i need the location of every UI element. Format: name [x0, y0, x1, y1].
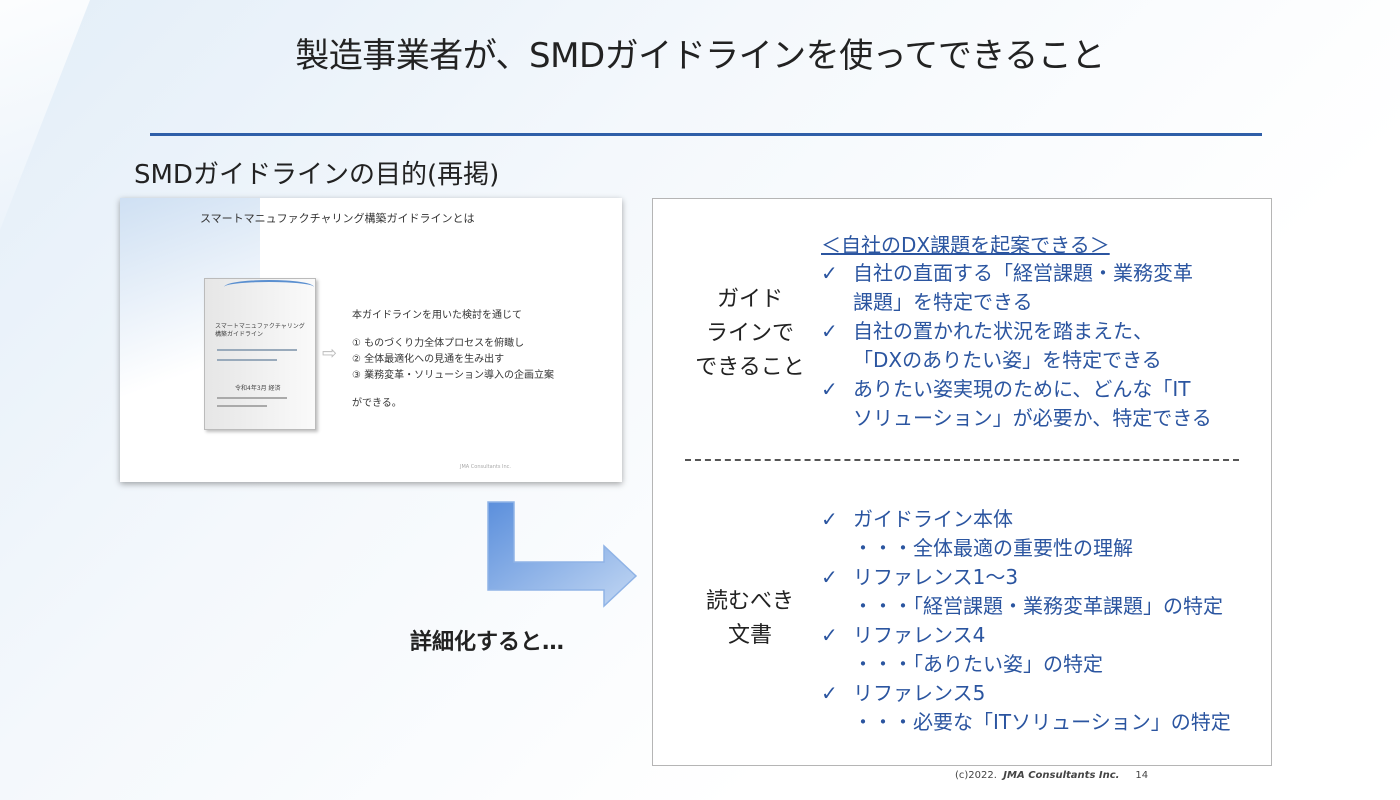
slide-footer: (c)2022. JMA Consultants Inc. 14	[955, 770, 1148, 781]
thumbnail-item: ② 全体最適化への見通を生み出す	[352, 354, 505, 365]
document-item: ✓ リファレンス5 ・・・必要な「ITソリューション」の特定	[821, 679, 1231, 737]
thumbnail-item: ③ 業務変革・ソリューション導入の企画立案	[352, 370, 554, 381]
item-text: リファレンス4	[853, 623, 986, 647]
book-swoosh	[224, 280, 314, 294]
l-arrow-icon	[487, 501, 638, 608]
section-heading: SMDガイドラインの目的(再掲)	[134, 160, 500, 190]
thumbnail-arrow-icon: ⇨	[322, 343, 338, 364]
thumbnail-intro: 本ガイドラインを用いた検討を通じて	[352, 310, 522, 321]
copyright-text: (c)2022.	[955, 770, 997, 781]
capability-item: ✓ ありたい姿実現のために、どんな「IT ソリューション」が必要か、特定できる	[821, 375, 1212, 433]
label-line: 読むべき	[705, 589, 794, 614]
book-line	[217, 397, 287, 399]
item-text: ・・・必要な「ITソリューション」の特定	[853, 710, 1231, 734]
detail-caption: 詳細化すると…	[410, 630, 565, 655]
book-line	[217, 359, 277, 361]
check-icon: ✓	[821, 377, 838, 401]
item-text: 自社の直面する「経営課題・業務変革	[853, 261, 1193, 285]
item-text: リファレンス5	[853, 681, 986, 705]
book-title: スマートマニュファクチャリング構築ガイドライン	[215, 323, 305, 338]
row-label-documents: 読むべき 文書	[675, 585, 825, 653]
item-text: 自社の置かれた状況を踏まえた、	[853, 319, 1153, 343]
item-text: 課題」を特定できる	[853, 290, 1033, 314]
check-icon: ✓	[821, 319, 838, 343]
check-icon: ✓	[821, 681, 838, 705]
title-rule	[150, 133, 1262, 136]
label-line: ラインで	[705, 321, 794, 346]
document-item: ✓ リファレンス1～3 ・・・「経営課題・業務変革課題」の特定	[821, 563, 1223, 621]
item-text: ガイドライン本体	[853, 507, 1013, 531]
guideline-book-image: スマートマニュファクチャリング構築ガイドライン 令和4年3月 経済	[204, 278, 316, 430]
item-text: ・・・「ありたい姿」の特定	[853, 652, 1103, 676]
thumbnail-footer: JMA Consultants Inc.	[460, 464, 512, 470]
item-text: 「DXのありたい姿」を特定できる	[853, 348, 1162, 372]
document-item: ✓ リファレンス4 ・・・「ありたい姿」の特定	[821, 621, 1103, 679]
capabilities-subhead: ＜自社のDX課題を起案できる＞	[821, 233, 1110, 257]
thumbnail-item: ① ものづくり力全体プロセスを俯瞰し	[352, 338, 525, 349]
slide-title: 製造事業者が、SMDガイドラインを使ってできること	[295, 36, 1105, 76]
item-text: ありたい姿実現のために、どんな「IT	[853, 377, 1191, 401]
check-icon: ✓	[821, 261, 838, 285]
check-icon: ✓	[821, 623, 838, 647]
book-subtitle: 令和4年3月 経済	[235, 385, 281, 392]
check-icon: ✓	[821, 507, 838, 531]
capability-item: ✓ 自社の置かれた状況を踏まえた、 「DXのありたい姿」を特定できる	[821, 317, 1162, 375]
thumbnail-title: スマートマニュファクチャリング構築ガイドラインとは	[200, 212, 475, 225]
check-icon: ✓	[821, 565, 838, 589]
slide-thumbnail: スマートマニュファクチャリング構築ガイドラインとは スマートマニュファクチャリン…	[120, 198, 622, 482]
row-label-capabilities: ガイド ラインで できること	[675, 283, 825, 385]
company-name: JMA Consultants Inc.	[1003, 770, 1120, 781]
item-text: リファレンス1～3	[853, 565, 1019, 589]
book-line	[217, 349, 297, 351]
label-line: 文書	[727, 623, 772, 648]
page-number: 14	[1135, 770, 1149, 781]
item-text: ・・・全体最適の重要性の理解	[853, 536, 1133, 560]
content-box: ガイド ラインで できること ＜自社のDX課題を起案できる＞ ✓ 自社の直面する「…	[652, 198, 1272, 766]
item-text: ソリューション」が必要か、特定できる	[853, 406, 1212, 430]
label-line: ガイド	[716, 287, 783, 312]
book-line	[217, 405, 267, 407]
document-item: ✓ ガイドライン本体 ・・・全体最適の重要性の理解	[821, 505, 1133, 563]
thumbnail-outro: ができる。	[352, 398, 402, 409]
item-text: ・・・「経営課題・業務変革課題」の特定	[853, 594, 1223, 618]
label-line: できること	[695, 355, 805, 380]
capability-item: ✓ 自社の直面する「経営課題・業務変革 課題」を特定できる	[821, 259, 1193, 317]
dashed-divider	[685, 459, 1239, 461]
